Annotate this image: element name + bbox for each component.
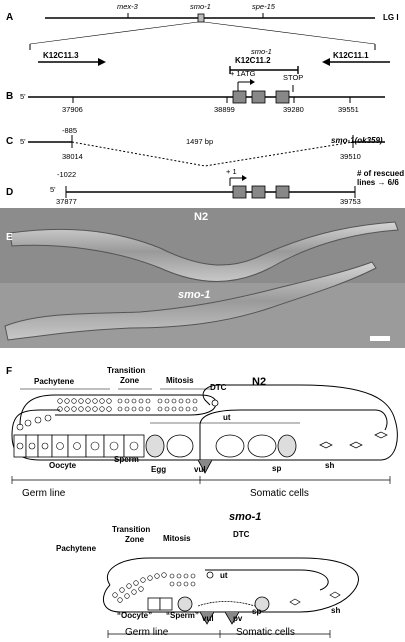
coord-39753: 39753	[340, 197, 361, 206]
cosmid-k12c11-1: K12C11.1	[333, 51, 369, 60]
panel-a-lines	[29, 13, 376, 50]
n2-sperm: Sperm	[114, 455, 139, 464]
panel-c-deletion-diagram	[28, 135, 385, 167]
worm-label-n2: N2	[194, 211, 209, 223]
deletion-size: 1497 bp	[186, 137, 214, 146]
smo-1-transition-1: Transition	[112, 525, 151, 534]
allele-label: smo-1(ok359)	[331, 136, 383, 145]
gene-smo-1: smo-1	[190, 2, 211, 11]
smo-1-germ-line: Germ line	[125, 627, 169, 638]
smo-1-sh: sh	[331, 606, 341, 615]
upstream-label: -1022	[57, 170, 77, 179]
cosmid-k12c11-2: K12C11.2	[235, 56, 271, 65]
smo-1-title: smo-1	[229, 511, 262, 523]
coord-39510: 39510	[340, 152, 361, 161]
panel-c-label: C	[6, 136, 14, 147]
smo-1-sperm: “Sperm”	[166, 611, 199, 620]
n2-gonad-schematic	[11, 384, 398, 484]
smo-1-ut: ut	[220, 571, 228, 580]
smo-1-oocyte: “Oocyte”	[117, 611, 153, 620]
n2-vul: vul	[194, 465, 206, 474]
worm-label-smo-1: smo-1	[178, 289, 211, 301]
n2-title: N2	[252, 376, 267, 388]
n2-sp: sp	[272, 464, 282, 473]
n2-sh: sh	[325, 461, 335, 470]
smo-1-sp: sp	[252, 607, 262, 616]
smo-1-pachytene: Pachytene	[56, 544, 97, 553]
panel-d-rescue-construct	[65, 175, 356, 199]
n2-worm	[9, 221, 399, 282]
n2-transition-2: Zone	[120, 376, 140, 385]
smo-1-mitosis: Mitosis	[163, 534, 191, 543]
coord-39280: 39280	[283, 105, 304, 114]
chromosome-label: LG I	[383, 13, 399, 22]
panel-d-five-prime: 5'	[50, 185, 56, 194]
panel-a-label: A	[6, 12, 14, 23]
gene-spe-15: spe-15	[252, 2, 275, 11]
worm-micrograph	[0, 208, 405, 348]
coord-37906: 37906	[62, 105, 83, 114]
n2-mitosis: Mitosis	[166, 376, 194, 385]
panel-e-label: E	[6, 232, 13, 243]
stop-codon-label: STOP	[283, 73, 304, 82]
n2-dtc: DTC	[210, 383, 227, 392]
panel-b-gene-name: smo-1	[251, 47, 272, 56]
n2-somatic-cells: Somatic cells	[250, 488, 309, 499]
coord-39551: 39551	[338, 105, 359, 114]
smo-1-worm	[4, 261, 377, 341]
gene-mex-3: mex-3	[117, 2, 138, 11]
start-codon-label: + 1ATG	[230, 69, 256, 78]
panel-d-label: D	[6, 187, 14, 198]
plus-one-label: + 1	[226, 167, 237, 176]
coord-38014: 38014	[62, 152, 83, 161]
smo-1-gonad-schematic	[102, 557, 359, 638]
n2-germ-line: Germ line	[22, 488, 66, 499]
cosmid-k12c11-3: K12C11.3	[43, 51, 79, 60]
panel-b-label: B	[6, 91, 14, 102]
n2-pachytene: Pachytene	[34, 377, 75, 386]
panel-f-label: F	[6, 366, 13, 377]
panel-b-gene-diagram	[28, 58, 390, 104]
coord-38899: 38899	[214, 105, 235, 114]
panel-b-five-prime: 5'	[20, 92, 26, 101]
smo-1-pv: pv	[233, 614, 243, 623]
rescued-lines-line1: # of rescued	[357, 169, 405, 178]
n2-oocyte: Oocyte	[49, 461, 77, 470]
deletion-start: -885	[62, 126, 78, 135]
n2-ut: ut	[223, 413, 231, 422]
smo-1-vul: vul	[202, 614, 214, 623]
smo-1-transition-2: Zone	[125, 535, 145, 544]
n2-transition-1: Transition	[107, 366, 146, 375]
coord-37877: 37877	[56, 197, 77, 206]
n2-egg: Egg	[151, 465, 167, 474]
rescued-lines-line2: lines → 6/6	[357, 178, 399, 187]
smo-1-dtc: DTC	[233, 530, 250, 539]
smo-1-somatic-cells: Somatic cells	[236, 627, 295, 638]
panel-c-five-prime: 5'	[20, 137, 26, 146]
